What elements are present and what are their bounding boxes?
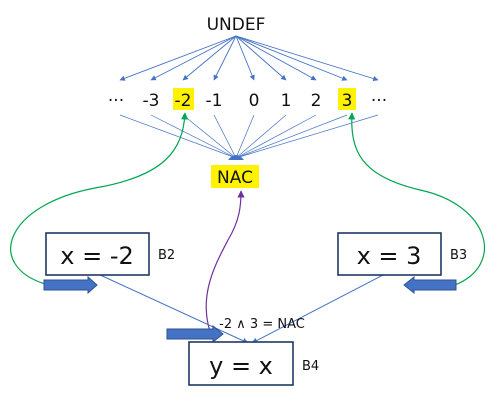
block-b4-name: B4: [302, 359, 319, 374]
undef-edge-4: [235, 35, 255, 81]
edge-b2-to-b4: [97, 273, 249, 344]
block-b2-name: B2: [158, 248, 175, 263]
block-b2-statement: x = -2: [60, 242, 134, 270]
block-arrow-b2: [43, 275, 98, 295]
nac-edge-7: [235, 114, 348, 159]
green-arrow-b2-to-minus-2: [10, 112, 189, 285]
nac-edge-3: [213, 114, 237, 159]
undef-edge-2: [182, 35, 237, 81]
undef-edge-8: [235, 35, 379, 82]
nac-edge-5: [235, 114, 287, 159]
nac-label: NAC: [217, 168, 253, 188]
meet-annotation: -2 ∧ 3 = NAC: [219, 317, 305, 332]
nac-edges: [119, 114, 379, 160]
block-b4: [188, 341, 294, 386]
nac-edge-1: [150, 114, 237, 159]
block-b2: [45, 232, 150, 276]
nac-edge-8: [235, 114, 379, 159]
value-minus-3: -3: [143, 91, 160, 111]
nac-edge-6: [235, 114, 317, 159]
undef-label: UNDEF: [207, 15, 266, 35]
block-arrow-b3: [403, 275, 457, 295]
value-2: 2: [311, 91, 322, 111]
undef-edge-5: [235, 35, 287, 81]
undef-edge-0: [119, 35, 237, 81]
value-minus-2: -2: [175, 91, 192, 111]
undef-edge-7: [235, 35, 348, 81]
value-ellipsis-left: ···: [108, 91, 124, 111]
green-arrow-b3-to-3: [348, 112, 485, 286]
undef-edge-3: [213, 35, 237, 81]
highlight-minus-2: [173, 88, 194, 110]
nac-edge-2: [182, 114, 237, 159]
block-b3: [337, 232, 442, 276]
undef-edge-6: [235, 35, 317, 81]
block-b4-statement: y = x: [209, 352, 273, 380]
highlight-3: [338, 88, 356, 110]
nac-arrowhead: [228, 155, 244, 160]
edge-b3-to-b4: [251, 273, 386, 344]
block-b3-statement: x = 3: [357, 242, 422, 270]
undef-edge-1: [150, 35, 237, 81]
nac-edge-4: [235, 114, 255, 159]
highlight-nac: [211, 165, 259, 188]
value-0: 0: [249, 91, 260, 111]
lattice-values: ··· -3 -2 -1 0 1 2 3 ···: [108, 91, 387, 111]
value-3: 3: [342, 91, 353, 111]
value-1: 1: [281, 91, 292, 111]
block-arrow-b4: [166, 324, 224, 344]
undef-edges: [119, 35, 379, 82]
purple-arrow-b4-to-nac: [205, 190, 245, 343]
nac-edge-0: [119, 114, 237, 159]
value-ellipsis-right: ···: [371, 91, 387, 111]
block-b3-name: B3: [450, 248, 467, 263]
value-minus-1: -1: [206, 91, 223, 111]
